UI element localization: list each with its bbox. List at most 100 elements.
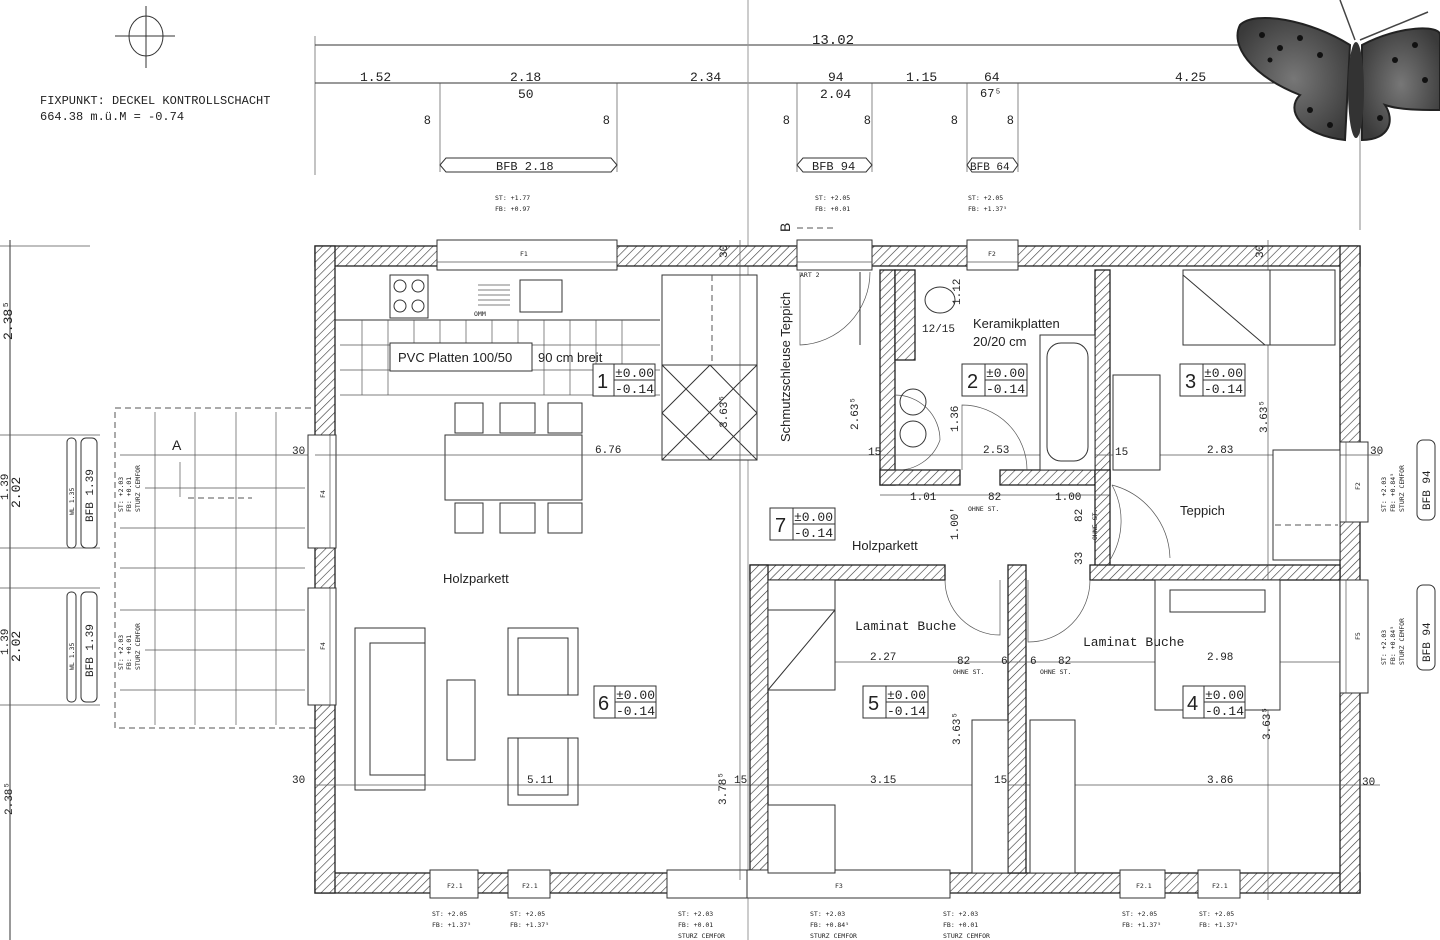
dim-interior: 2.83 (1207, 445, 1233, 457)
room-tag-5: 5 ±0.00 -0.14 (862, 685, 929, 719)
dim-note-ohne: OHNE ST. (1040, 668, 1071, 676)
bfb-label: BFB 1.39 (85, 469, 97, 522)
note-fb: FB: +0.01 (125, 635, 133, 670)
dim-interior: 82 (1074, 509, 1086, 522)
dim-sub: 50 (518, 87, 534, 102)
dim-eight: 8 (1007, 113, 1014, 127)
dim-eight: 8 (951, 113, 958, 127)
note-fb: FB: +1.37⁵ (510, 921, 549, 929)
fixpoint-symbol (115, 6, 175, 68)
note-fb: FB: +0.01 (815, 205, 850, 213)
note-st: ST: +2.03 (1380, 477, 1388, 512)
room-floor-level: -0.14 (794, 526, 833, 541)
dim-left: 1.39 (0, 474, 12, 500)
note-sturz: STURZ CEMFOR (943, 932, 990, 940)
interior-dim-lines (315, 240, 1380, 900)
room-tag-1: 1 ±0.00 -0.14 (592, 363, 656, 397)
door-swing (799, 271, 871, 346)
window-tag: F2.1 (447, 882, 463, 890)
window-tag: F4 (319, 642, 327, 650)
dim-interior: 1.12 (952, 279, 964, 305)
bfb-label: BFB 1.39 (85, 624, 97, 677)
dim-interior: 30 (1362, 777, 1375, 789)
note-fb: FB: +0.84⁵ (1389, 626, 1397, 665)
windows (307, 239, 1369, 899)
dim-interior: 82 (1058, 656, 1071, 668)
note-sturz: STURZ CEMFOR (1398, 465, 1406, 512)
note-st: ST: +2.05 (1199, 910, 1234, 918)
room-level: ±0.00 (887, 688, 926, 703)
dim-segment: 1.52 (360, 70, 391, 85)
wl-label: WL 1.35 (68, 643, 76, 670)
dim-segment: 94 (828, 70, 844, 85)
room-5-floor: Laminat Buche (855, 619, 956, 634)
dim-left: 2.38⁵ (4, 782, 16, 815)
dim-interior: 15 (1115, 447, 1128, 459)
dim-interior: 6 (1001, 656, 1008, 668)
note-fb: FB: +0.84⁵ (810, 921, 849, 929)
note-st: ST: +2.03 (943, 910, 978, 918)
dim-eight: 8 (424, 113, 431, 127)
room-number: 3 (1185, 371, 1196, 393)
room-3-floor: Teppich (1180, 503, 1225, 518)
room-tag-4: 4 ±0.00 -0.14 (1182, 685, 1246, 719)
dim-sub: 2.04 (820, 87, 851, 102)
note-st: ST: +2.05 (815, 194, 850, 202)
dim-note-ohne: OHNE ST. (953, 668, 984, 676)
window-tag-shape (966, 157, 1019, 173)
room-level: ±0.00 (1205, 688, 1244, 703)
dim-interior: 2.53 (983, 445, 1009, 457)
dim-note-ohne: OHNE ST. (1091, 509, 1099, 540)
note-st: ST: +2.05 (432, 910, 467, 918)
room-floor-level: -0.14 (887, 704, 926, 719)
note-fb: FB: +1.37⁵ (1122, 921, 1161, 929)
room-level: ±0.00 (615, 366, 654, 381)
window-tag-bfb-94: BFB 94 (812, 160, 855, 174)
dim-interior: 30 (1255, 245, 1267, 258)
door-swing (944, 579, 1001, 636)
dim-interior: 1.01 (910, 492, 937, 504)
room-level: ±0.00 (794, 510, 833, 525)
room-tag-6: 6 ±0.00 -0.14 (593, 685, 657, 719)
dim-interior: 3.63⁵ (952, 712, 964, 745)
left-dimension-chain (0, 240, 100, 940)
room-number: 5 (868, 693, 879, 715)
note-st: ST: +2.03 (117, 477, 125, 512)
section-marker-b: B (777, 223, 793, 232)
room-floor-level: -0.14 (1204, 382, 1243, 397)
note-fb: FB: +0.01 (943, 921, 978, 929)
note-st: ST: +2.03 (678, 910, 713, 918)
room-level: ±0.00 (1204, 366, 1243, 381)
dim-left: 2.02 (9, 631, 24, 662)
dim-interior: 30 (1370, 446, 1383, 458)
note-sturz: STURZ CEMFOR (810, 932, 857, 940)
window-tag: F2.1 (1212, 882, 1228, 890)
room-number: 2 (967, 371, 978, 393)
dim-interior: 15 (868, 447, 881, 459)
dim-segment: 4.25 (1175, 70, 1206, 85)
room-floor-level: -0.14 (615, 382, 654, 397)
kitchen (335, 274, 758, 461)
dim-interior: 15 (994, 775, 1007, 787)
floor-label-box (389, 342, 533, 372)
door-tag: ART 2 (800, 271, 820, 279)
room-number: 4 (1187, 693, 1198, 715)
room-level: ±0.00 (986, 366, 1025, 381)
room-2-note: 20/20 cm (973, 334, 1026, 349)
window-tag: F4 (319, 490, 327, 498)
dim-sub: 67⁵ (980, 87, 1002, 101)
note-st: ST: +2.03 (1380, 630, 1388, 665)
room-number: 1 (597, 371, 608, 393)
dim-left: 2.02 (9, 477, 24, 508)
dim-interior: 1.00 (1055, 492, 1081, 504)
room-floor-level: -0.14 (616, 704, 655, 719)
room-7-vestibule-floor: Schmutzschleuse Teppich (778, 292, 793, 442)
dim-eight: 8 (783, 113, 790, 127)
inner-walls (749, 269, 1341, 874)
room-3-furniture (1109, 269, 1341, 561)
note-fb: FB: +0.84⁵ (1389, 473, 1397, 512)
note-fb: FB: +1.37⁵ (968, 205, 1007, 213)
dim-interior: 82 (957, 656, 970, 668)
window-tag: F3 (835, 882, 843, 890)
fixpoint-elevation: 664.38 m.ü.M = -0.74 (40, 110, 184, 124)
